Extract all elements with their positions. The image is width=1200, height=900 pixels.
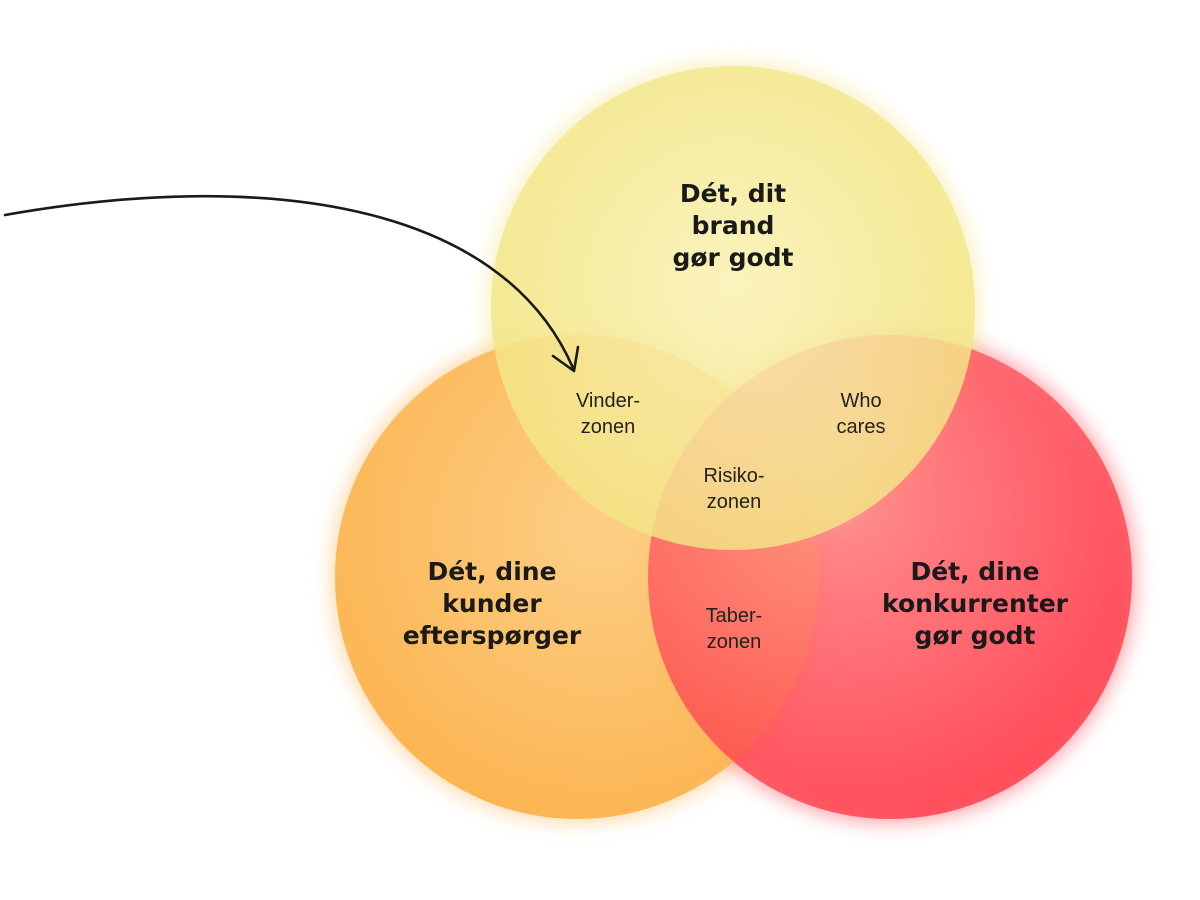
- brand-label: Dét, dit brand gør godt: [672, 179, 794, 272]
- arrow-curve: [3, 194, 575, 370]
- arrow-head-icon: [551, 345, 580, 373]
- winner-zone-label: Vinder- zonen: [575, 390, 641, 438]
- loser-zone-label: Taber- zonen: [705, 605, 763, 653]
- brand-circle: [491, 66, 975, 550]
- risk-zone-label: Risiko- zonen: [703, 465, 765, 513]
- who-cares-label: Who cares: [836, 390, 886, 438]
- competitors-label: Dét, dine konkurrenter gør godt: [882, 557, 1068, 650]
- customers-label: Dét, dine kunder efterspørger: [402, 557, 582, 650]
